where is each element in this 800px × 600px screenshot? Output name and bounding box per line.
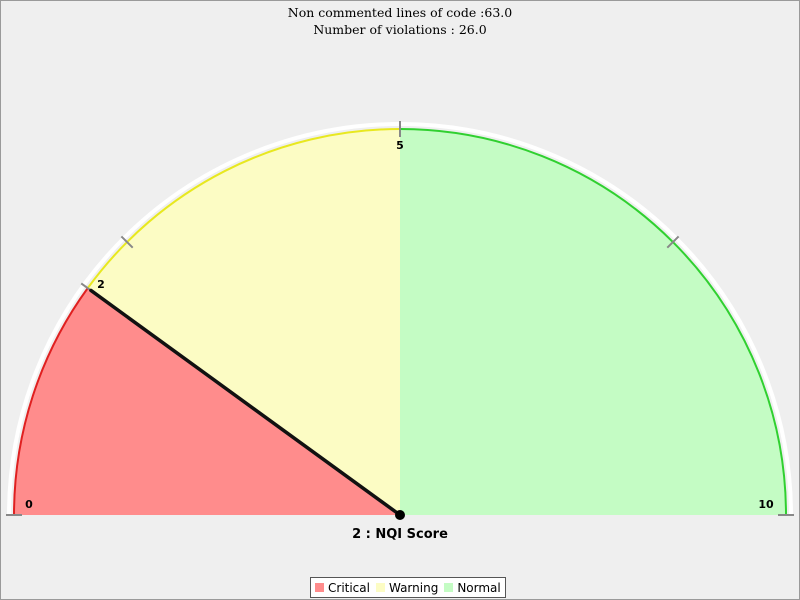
legend-label-warning: Warning (388, 580, 439, 595)
gauge-band-edge-critical (13, 287, 89, 516)
subtitle-loc: Non commented lines of code :63.0 (287, 5, 513, 20)
legend-item-warning: Warning (375, 580, 439, 595)
tick-label-5: 5 (396, 139, 404, 152)
legend-swatch-normal (444, 583, 454, 592)
legend-label-normal: Normal (457, 580, 501, 595)
gauge-band-edge-warning (86, 128, 401, 289)
tick-label-0: 0 (25, 498, 33, 511)
legend-label-critical: Critical (328, 580, 370, 595)
gauge-band-critical (14, 288, 400, 515)
gauge-value-label: 2 : NQI Score (352, 527, 448, 542)
chart-subtitles: Non commented lines of code :63.0 Number… (0, 4, 800, 38)
tick-label-2: 2 (97, 278, 105, 291)
chart-legend: Critical Warning Normal (310, 577, 506, 598)
subtitle-violations: Number of violations : 26.0 (313, 22, 487, 37)
gauge-needle-hub (395, 510, 405, 520)
legend-swatch-critical (315, 583, 324, 592)
legend-item-normal: Normal (444, 580, 501, 595)
legend-swatch-warning (375, 583, 385, 592)
gauge-tick-2 (120, 235, 134, 249)
gauge-tick-4 (666, 235, 680, 249)
legend-item-critical: Critical (315, 581, 370, 595)
gauge-band-normal (400, 129, 786, 515)
tick-label-10: 10 (758, 498, 774, 511)
gauge-band-warning (87, 129, 401, 515)
gauge-needle (89, 288, 402, 517)
